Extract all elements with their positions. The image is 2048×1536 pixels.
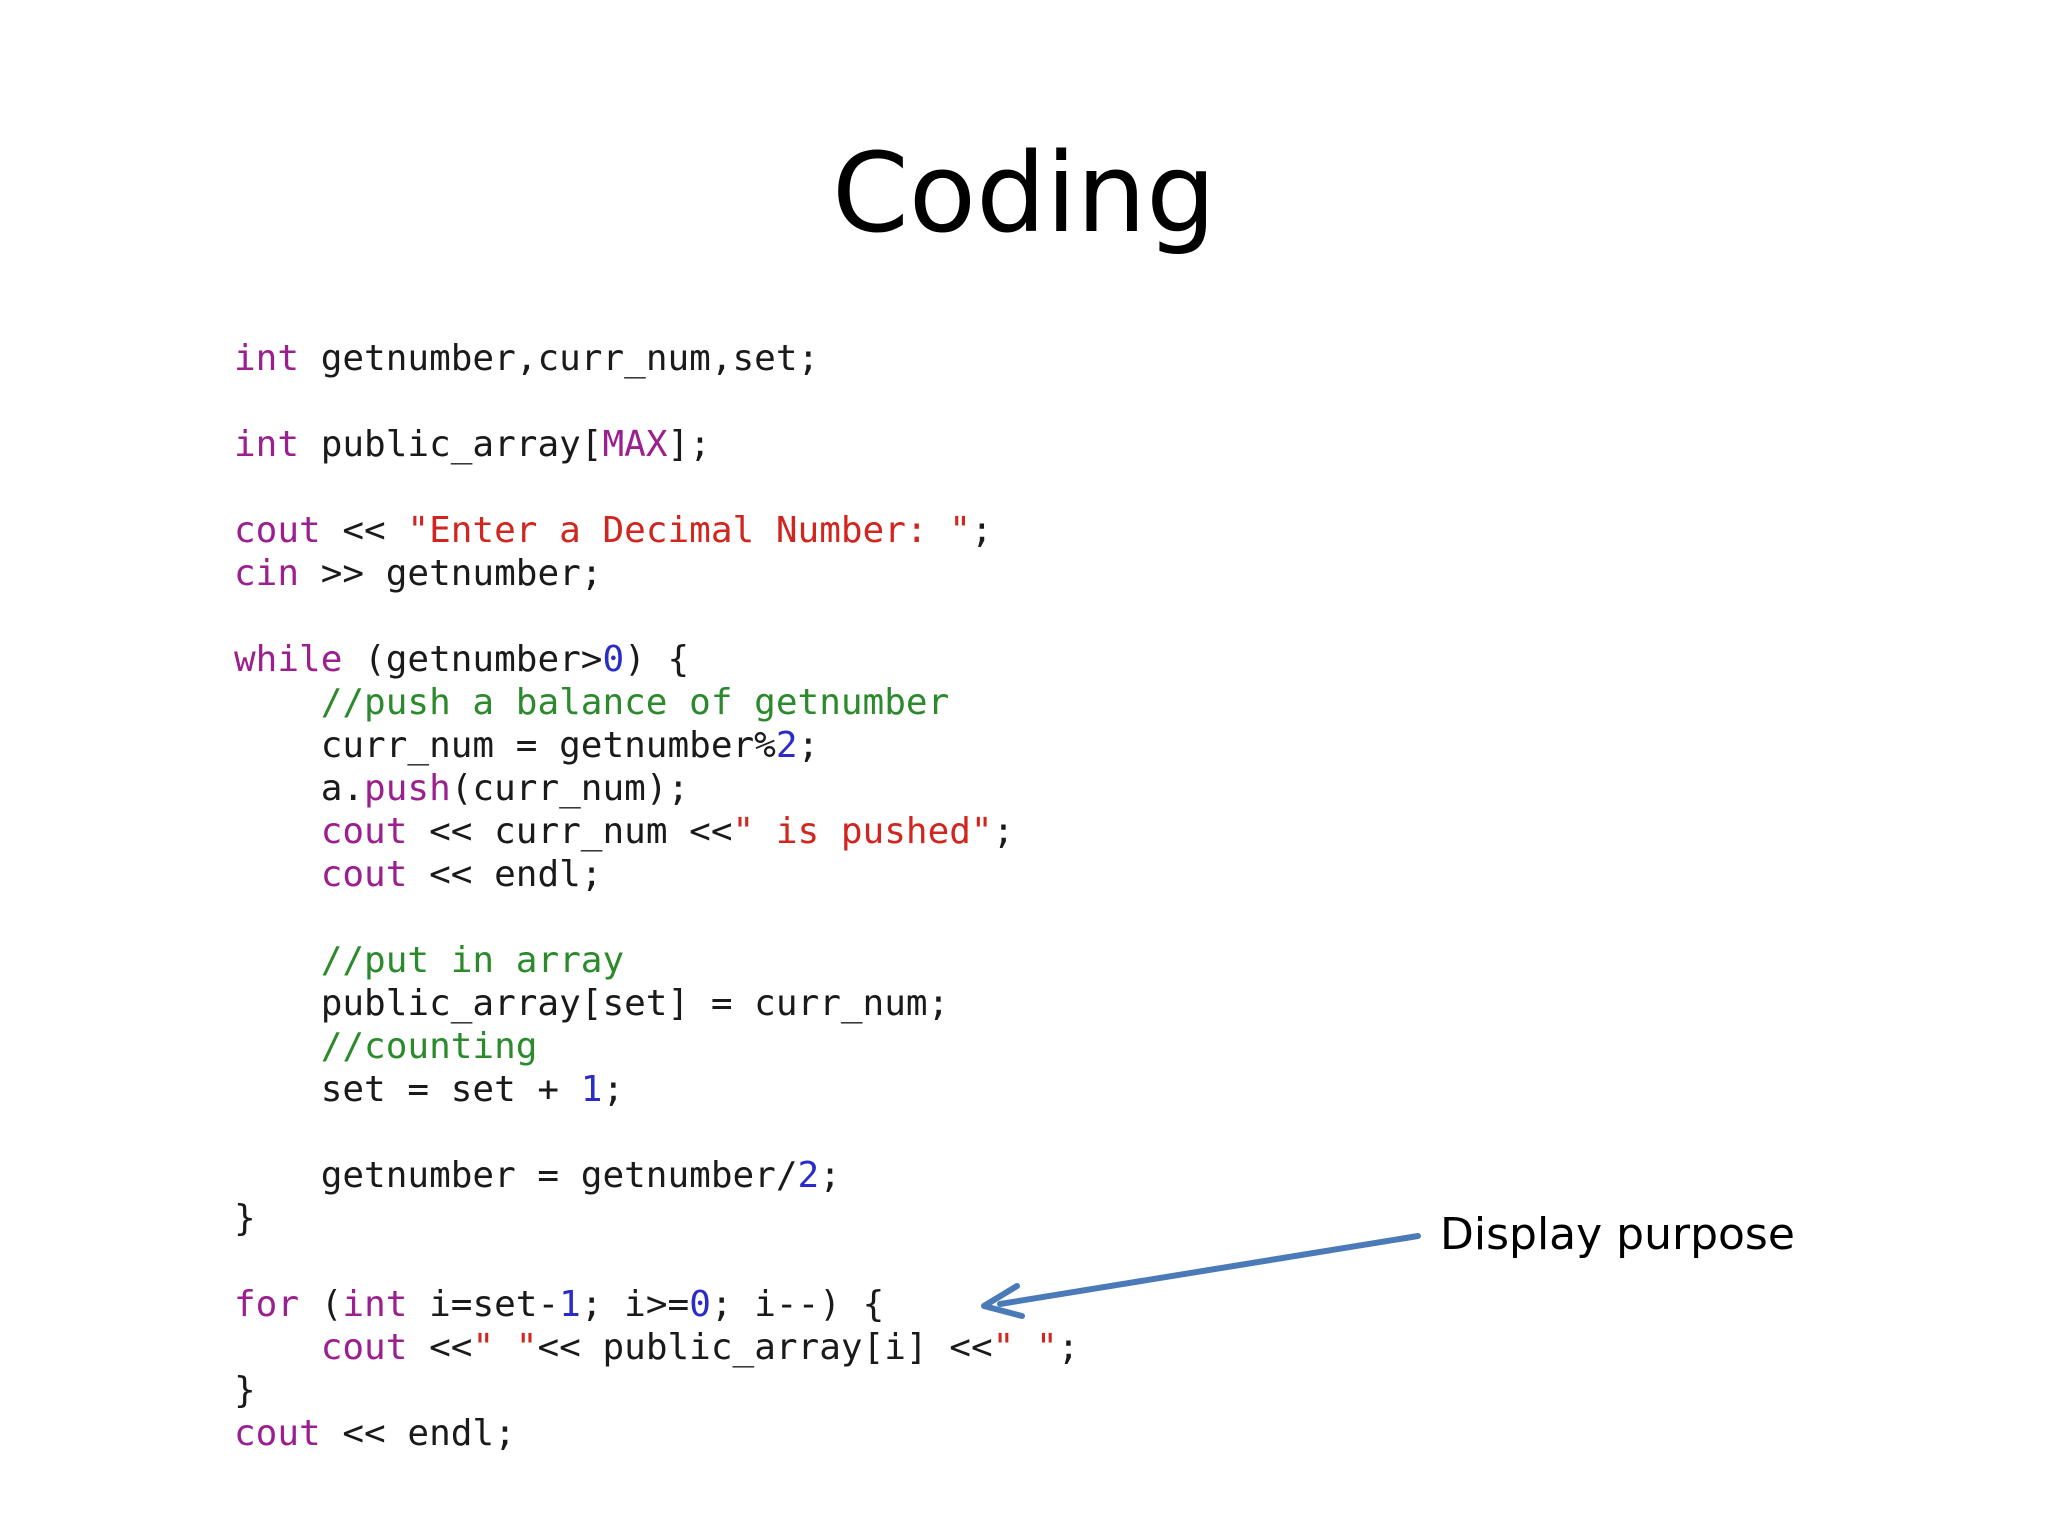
code-token-plain: >> getnumber; [299, 553, 603, 594]
code-token-plain: << [407, 1327, 473, 1368]
code-listing: int getnumber,curr_num,set;int public_ar… [234, 337, 1079, 1455]
annotation-label: Display purpose [1440, 1209, 1795, 1260]
slide-title: Coding [831, 129, 1217, 257]
code-token-plain: ) { [624, 639, 690, 680]
code-token-plain: ; [970, 510, 993, 551]
code-token-keyword: push [364, 768, 451, 809]
code-token-number: 1 [559, 1284, 581, 1325]
code-token-plain: ; [992, 811, 1015, 852]
code-line: while (getnumber>0) { [234, 638, 1079, 681]
code-token-comment: //put in array [320, 940, 625, 981]
code-line: } [234, 1197, 1079, 1240]
code-token-plain [234, 811, 321, 852]
code-line: } [234, 1369, 1079, 1412]
code-token-plain: } [234, 1198, 256, 1239]
code-line: for (int i=set-1; i>=0; i--) { [234, 1283, 1079, 1326]
code-token-keyword: cout [320, 854, 408, 895]
code-token-plain: a. [234, 768, 365, 809]
code-token-plain [234, 1327, 321, 1368]
code-token-plain: public_array[ [299, 424, 603, 465]
code-token-string: " is pushed" [732, 811, 993, 852]
code-token-plain: ; [602, 1069, 625, 1110]
code-token-keyword: int [234, 338, 300, 379]
code-token-plain: ; i--) { [710, 1284, 885, 1325]
code-token-plain: } [234, 1370, 256, 1411]
code-token-plain [234, 1026, 321, 1067]
code-token-string: "Enter a Decimal Number: " [407, 510, 971, 551]
code-token-keyword: cout [234, 510, 321, 551]
code-token-plain: (curr_num); [450, 768, 690, 809]
code-line: //put in array [234, 939, 1079, 982]
code-blank-line [234, 1111, 1079, 1154]
code-line: //counting [234, 1025, 1079, 1068]
code-token-plain: curr_num = getnumber% [234, 725, 776, 766]
code-token-keyword: cout [320, 1327, 408, 1368]
code-line: int public_array[MAX]; [234, 423, 1079, 466]
code-token-number: 1 [580, 1069, 603, 1110]
code-token-plain: (getnumber> [342, 639, 603, 680]
code-line: getnumber = getnumber/2; [234, 1154, 1079, 1197]
code-token-keyword: cin [234, 553, 300, 594]
code-line: //push a balance of getnumber [234, 681, 1079, 724]
code-token-plain: getnumber = getnumber/ [234, 1155, 798, 1196]
code-token-keyword: int [342, 1284, 408, 1325]
code-token-plain: ; [1057, 1327, 1080, 1368]
code-token-plain: ( [299, 1284, 343, 1325]
code-line: cout <<" "<< public_array[i] <<" "; [234, 1326, 1080, 1369]
code-token-number: 2 [775, 725, 798, 766]
code-line: curr_num = getnumber%2; [234, 724, 1079, 767]
code-token-string: " " [472, 1327, 538, 1368]
code-token-number: 0 [689, 1284, 711, 1325]
code-token-keyword: int [234, 424, 300, 465]
code-token-comment: //counting [320, 1026, 538, 1067]
code-token-plain: << public_array[i] << [537, 1327, 993, 1368]
code-token-plain [234, 682, 321, 723]
code-blank-line [234, 1240, 1079, 1283]
code-token-plain: getnumber,curr_num,set; [299, 338, 820, 379]
code-line: public_array[set] = curr_num; [234, 982, 1079, 1025]
code-line: cin >> getnumber; [234, 552, 1079, 595]
code-line: cout << endl; [234, 853, 1079, 896]
code-line: a.push(curr_num); [234, 767, 1079, 810]
code-line: set = set + 1; [234, 1068, 1079, 1111]
code-token-keyword: for [234, 1284, 300, 1325]
code-token-keyword: MAX [602, 424, 668, 465]
code-token-comment: //push a balance of getnumber [320, 682, 950, 723]
code-token-number: 2 [797, 1155, 820, 1196]
code-token-keyword: while [234, 639, 343, 680]
code-token-keyword: cout [320, 811, 408, 852]
code-token-number: 0 [602, 639, 625, 680]
code-blank-line [234, 896, 1079, 939]
code-token-plain: ]; [667, 424, 711, 465]
code-token-plain: set = set + [234, 1069, 581, 1110]
code-token-plain: i=set- [407, 1284, 560, 1325]
code-token-string: " " [992, 1327, 1058, 1368]
code-token-plain: << endl; [320, 1413, 516, 1454]
code-token-plain [234, 940, 321, 981]
code-token-plain: << [320, 510, 408, 551]
code-token-plain: ; i>= [580, 1284, 690, 1325]
code-token-keyword: cout [234, 1413, 321, 1454]
code-token-plain [234, 854, 321, 895]
code-token-plain: << curr_num << [407, 811, 733, 852]
code-blank-line [234, 380, 1079, 423]
code-token-plain: public_array[set] = curr_num; [234, 983, 950, 1024]
code-token-plain: ; [797, 725, 820, 766]
code-line: cout << curr_num <<" is pushed"; [234, 810, 1079, 853]
code-line: int getnumber,curr_num,set; [234, 337, 1079, 380]
code-token-plain: << endl; [407, 854, 603, 895]
code-blank-line [234, 466, 1079, 509]
code-blank-line [234, 595, 1079, 638]
code-line: cout << endl; [234, 1412, 1079, 1455]
code-line: cout << "Enter a Decimal Number: "; [234, 509, 1079, 552]
code-token-plain: ; [819, 1155, 841, 1196]
